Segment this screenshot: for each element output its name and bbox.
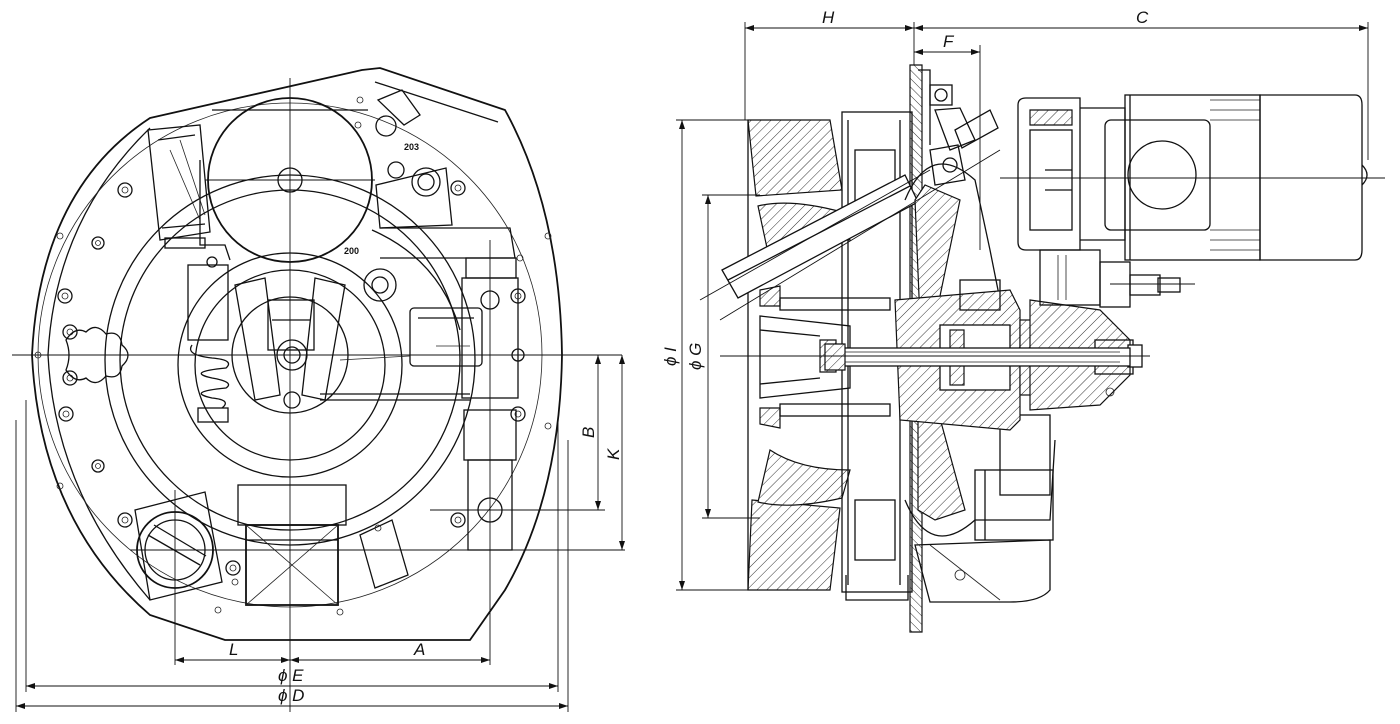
front-view: 203 200 (12, 67, 625, 712)
bottom-inlet (237, 484, 409, 606)
dimension-phi-I: ϕ I (661, 347, 680, 366)
coupling-star (65, 326, 129, 384)
fan-housing (904, 163, 1056, 603)
part-label-203: 203 (404, 142, 419, 152)
dimension-A: A (413, 640, 425, 659)
front-centerlines (12, 78, 625, 712)
dimension-phi-G: ϕ G (686, 343, 705, 370)
solenoid-valves: 203 200 (344, 89, 453, 256)
part-label-200: 200 (344, 246, 359, 256)
dimension-F: F (943, 32, 955, 51)
dimension-K: K (604, 448, 623, 460)
gas-lance (699, 169, 931, 301)
filter-block (147, 124, 211, 249)
shaft (824, 343, 1131, 371)
front-dimensions: L A ϕ E ϕ D B K (15, 355, 625, 712)
dimension-L: L (229, 640, 238, 659)
nozzle-assembly (187, 256, 346, 423)
diffuser (759, 285, 891, 429)
side-dimensions: H C F ϕ I ϕ G (661, 8, 1369, 591)
pump-block (1039, 249, 1195, 308)
side-centerlines (719, 149, 1385, 357)
side-view: H C F ϕ I ϕ G (661, 8, 1385, 633)
dimension-phi-D: ϕ D (278, 686, 304, 705)
flange-bolts (34, 180, 552, 616)
top-valves (929, 84, 999, 186)
dimension-C: C (1136, 8, 1149, 27)
air-damper-linkage (320, 227, 519, 551)
dimension-phi-E: ϕ E (278, 666, 304, 685)
electric-motor (1017, 94, 1368, 300)
lower-port (134, 491, 239, 601)
dimension-H: H (822, 8, 835, 27)
dimension-B: B (579, 427, 598, 438)
